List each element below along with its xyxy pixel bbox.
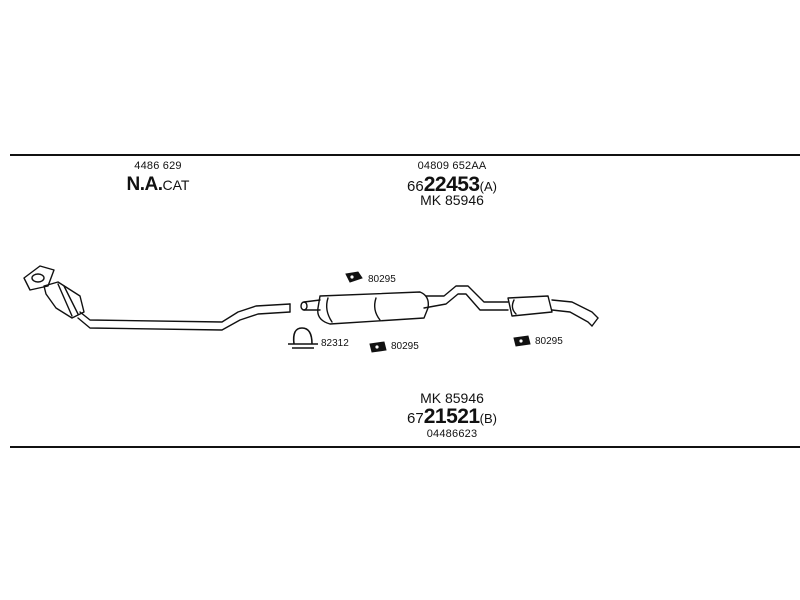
rear-kit-label: MK 85946 [420,390,484,406]
front-pipe-code-suffix: (A) [479,179,497,194]
clamp-part-number: 82312 [321,338,349,349]
rear-code-bold: 21521 [423,405,480,428]
hanger-1-part-number: 80295 [368,274,396,285]
mid-pipe-bottom [423,293,509,311]
rear-code: 6721521(B) [407,405,497,429]
hanger-1 [345,271,363,283]
cat-title-rest: CAT [162,177,190,193]
front-pipe-code-prefix: 66 [407,178,424,195]
cat-title: N.A.CAT [127,174,190,196]
rear-code-prefix: 67 [407,410,424,427]
front-pipe-bottom [77,311,291,331]
rear-muffler [507,295,553,317]
tail-pipe-bottom [551,309,593,327]
middle-muffler [317,291,430,325]
tail-pipe-top [551,299,599,319]
front-pipe-code: 6622453(A) [407,173,497,197]
front-kit-label: MK 85946 [420,192,484,208]
top-divider [10,154,800,156]
cat-title-bold: N.A. [126,174,164,195]
front-flange [23,265,55,291]
cat-part-number: 4486 629 [134,160,182,172]
rear-part-number: 04486623 [426,428,478,440]
rear-code-suffix: (B) [479,411,497,426]
mid-pipe-top [425,285,509,303]
catalytic-converter [43,281,85,319]
flange-hole [31,273,45,283]
clamp-icon [288,327,318,349]
bottom-divider [10,446,800,448]
hanger-2-part-number: 80295 [391,341,419,352]
front-pipe-part-number: 04809 652AA [417,160,487,172]
hanger-3-part-number: 80295 [535,336,563,347]
front-pipe-top [79,303,291,323]
front-pipe-code-bold: 22453 [423,173,480,196]
